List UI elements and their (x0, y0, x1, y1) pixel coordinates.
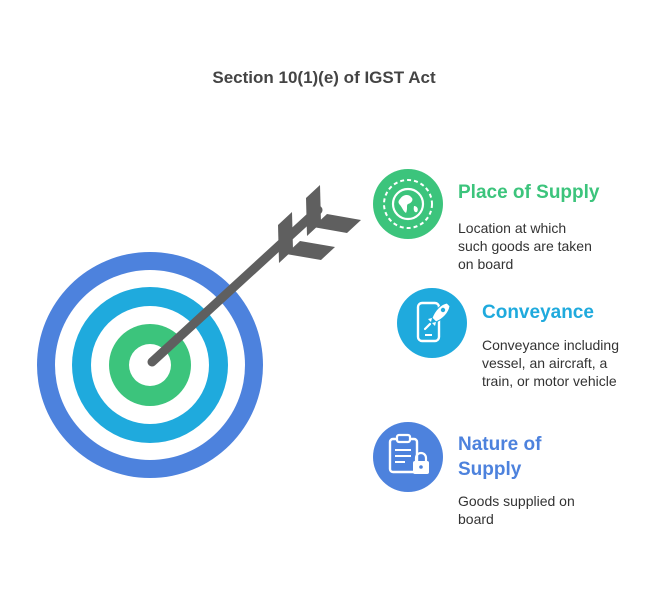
nature-of-supply-title: Nature of Supply (458, 434, 542, 480)
page-title: Section 10(1)(e) of IGST Act (212, 68, 436, 87)
clipboard-lock-icon (388, 433, 429, 474)
arrow-fletching-upper-1 (278, 212, 293, 263)
globe-icon-badge (373, 169, 443, 239)
conveyance-description: Conveyance including vessel, an aircraft… (482, 337, 619, 389)
arrow-fletching-lower-1 (286, 241, 335, 260)
nature-of-supply-description: Goods supplied on board (458, 493, 575, 527)
smartphone-rocket-icon (416, 301, 451, 343)
arrow (147, 185, 361, 367)
arrow-fletching-upper-2 (306, 185, 321, 236)
place-of-supply-title: Place of Supply (458, 182, 600, 203)
arrow-fletching-lower-2 (313, 214, 361, 233)
clipboard-lock-icon-badge (373, 422, 443, 492)
place-of-supply-description: Location at which such goods are taken o… (458, 220, 592, 272)
globe-icon (383, 179, 433, 229)
conveyance-title: Conveyance (482, 302, 594, 323)
smartphone-rocket-icon-badge (397, 288, 467, 358)
